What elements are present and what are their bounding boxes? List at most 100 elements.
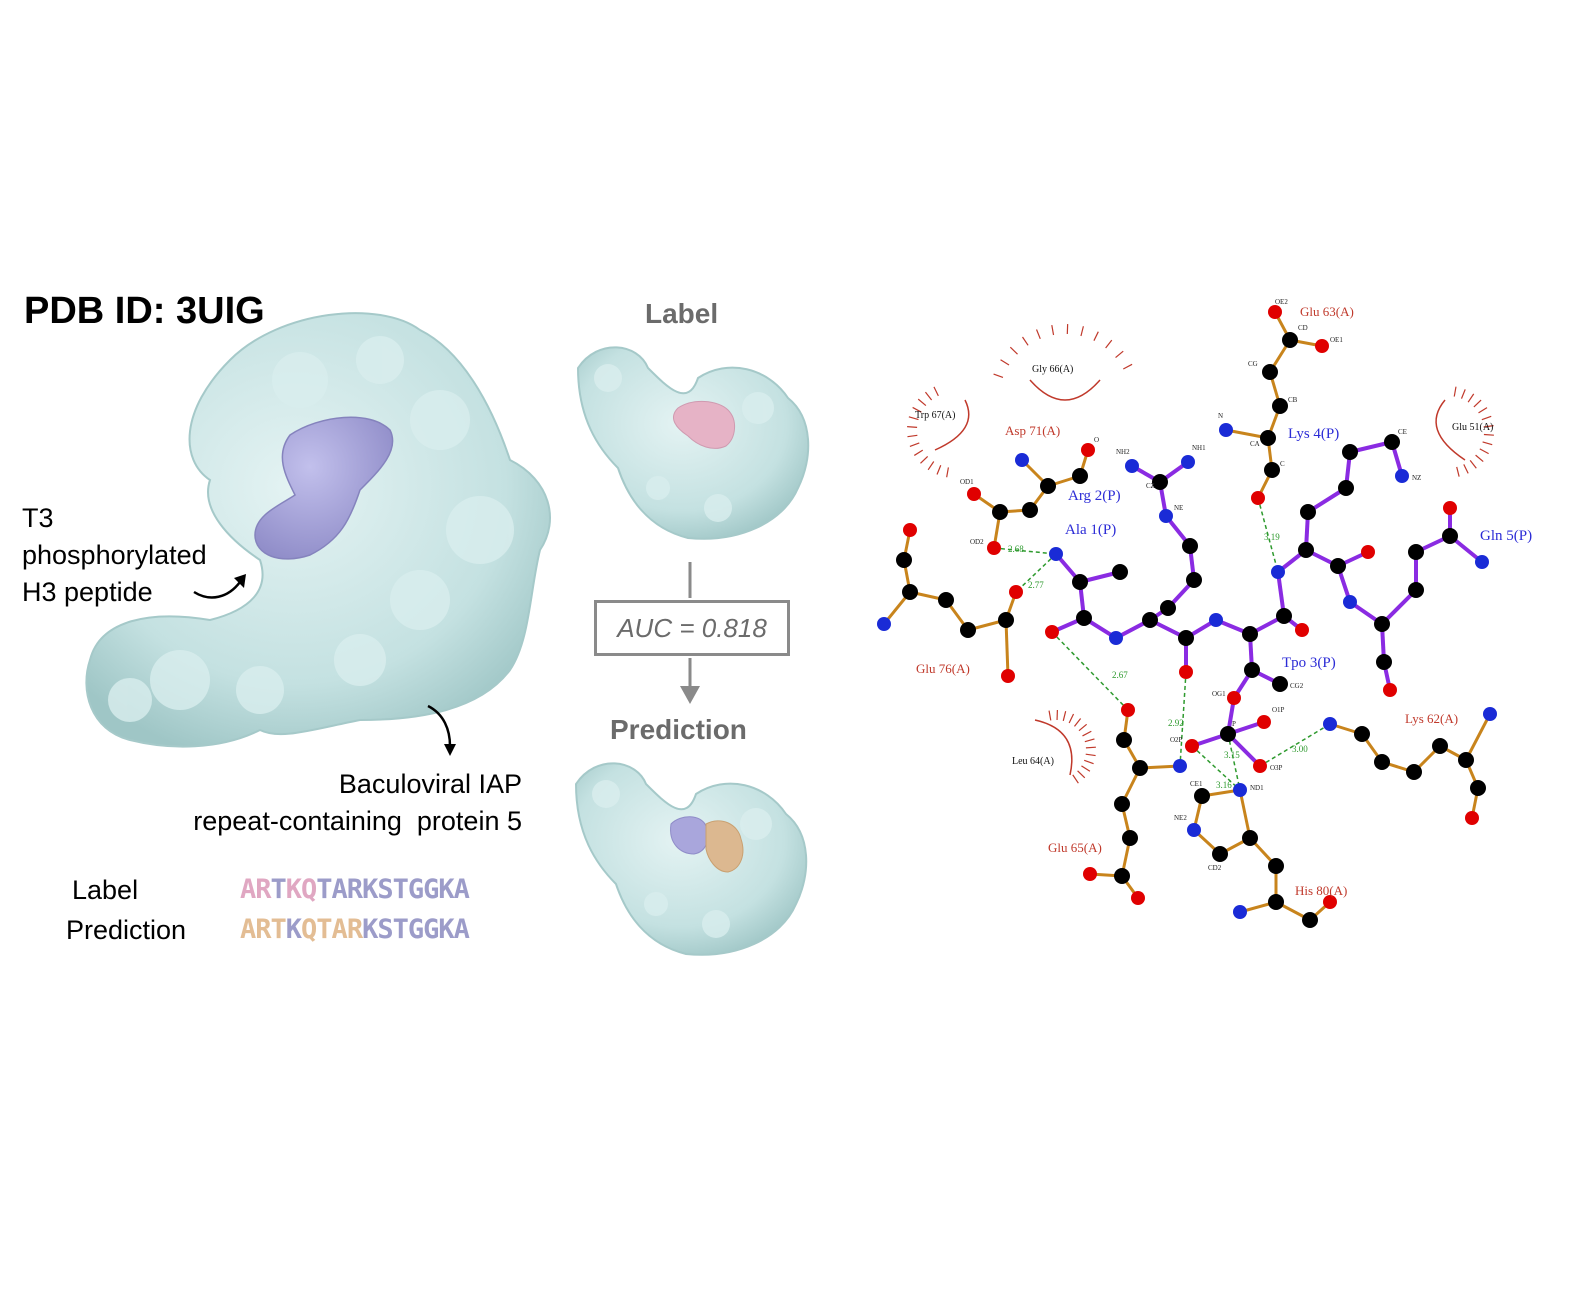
- atom: [1458, 752, 1474, 768]
- atom-label: OE1: [1330, 336, 1343, 344]
- atom: [1045, 625, 1059, 639]
- atom: [1475, 555, 1489, 569]
- hydrophobic-spoke: [1000, 359, 1010, 366]
- atom-label: CB: [1288, 396, 1298, 404]
- atom: [1323, 717, 1337, 731]
- hydrophobic-spoke: [1083, 759, 1094, 765]
- sequence-segment: ART: [240, 914, 287, 945]
- sequence-segment: T: [270, 874, 287, 905]
- sequence-segment: AR: [240, 874, 272, 905]
- atom: [1173, 759, 1187, 773]
- atom: [1323, 895, 1337, 909]
- residue-glu65: Glu 65(A): [1048, 840, 1102, 855]
- hydrophobic-spoke: [1085, 753, 1096, 757]
- atom-label: CZ: [1146, 482, 1155, 490]
- atom-label: OD2: [970, 538, 984, 546]
- atom: [1276, 608, 1292, 624]
- hydrophobic-spoke: [1473, 399, 1482, 408]
- hydrophobic-spoke: [933, 386, 939, 397]
- hbond-distance: 3.15: [1224, 750, 1240, 760]
- atom: [1072, 468, 1088, 484]
- atom: [1361, 545, 1375, 559]
- hydrophobic-spoke: [908, 416, 919, 421]
- atom: [1072, 574, 1088, 590]
- atom: [1483, 707, 1497, 721]
- atom: [1178, 630, 1194, 646]
- atom: [1212, 846, 1228, 862]
- protein-surface-prediction: [574, 762, 808, 956]
- atom: [1268, 858, 1284, 874]
- atom: [1374, 616, 1390, 632]
- atom: [1142, 612, 1158, 628]
- atom-label: OG1: [1212, 690, 1226, 698]
- hydrophobic-spoke: [1084, 738, 1095, 743]
- hydrophobic-spoke: [946, 467, 949, 478]
- peptide-annotation-line1: T3: [22, 503, 54, 533]
- atom-label: CD: [1298, 324, 1308, 332]
- atom: [1330, 558, 1346, 574]
- atom: [1122, 830, 1138, 846]
- residue-tpo3: Tpo 3(P): [1282, 655, 1336, 671]
- atom: [987, 541, 1001, 555]
- hydrophobic-arc-icon: [934, 399, 970, 451]
- protein-annotation-line1: Baculoviral IAP: [338, 769, 522, 799]
- hydrogen-bond: [993, 547, 1057, 555]
- atom: [1264, 462, 1280, 478]
- atom: [1114, 868, 1130, 884]
- hydrophobic-spoke: [1081, 765, 1091, 772]
- residue-bond: [1004, 619, 1010, 677]
- atom: [967, 487, 981, 501]
- residue-glu76: Glu 76(A): [916, 661, 970, 676]
- atom-label: OE2: [1275, 298, 1288, 306]
- atom: [1009, 585, 1023, 599]
- hydrogen-bond: [1227, 733, 1241, 791]
- atom: [1408, 544, 1424, 560]
- atom: [1395, 469, 1409, 483]
- atom-label: ND1: [1250, 784, 1264, 792]
- hydrophobic-spoke: [1481, 415, 1492, 421]
- hydrogen-bond: [1257, 497, 1279, 573]
- hydrophobic-spoke: [1035, 329, 1041, 340]
- atom: [1443, 501, 1457, 515]
- predicted-site-orange: [705, 820, 744, 873]
- protein-surface-large: [85, 312, 551, 748]
- hydrophobic-spoke: [927, 461, 935, 471]
- atom: [1408, 582, 1424, 598]
- sequence-segment: KSTGGKA: [362, 914, 470, 945]
- hbond-distance: 2.92: [1168, 718, 1184, 728]
- atom-label: O2P: [1170, 736, 1183, 744]
- atom: [1131, 891, 1145, 905]
- atom: [1159, 509, 1173, 523]
- atom: [1432, 738, 1448, 754]
- hydrophobic-spoke: [917, 398, 927, 407]
- atom: [1253, 759, 1267, 773]
- atom: [1260, 430, 1276, 446]
- atom-label: CE1: [1190, 780, 1203, 788]
- atom-label: CG2: [1290, 682, 1304, 690]
- hydrophobic-spoke: [1479, 448, 1489, 455]
- residue-glu51: Glu 51(A): [1452, 422, 1493, 433]
- atom: [1194, 788, 1210, 804]
- atom-label: NE2: [1174, 814, 1187, 822]
- atom: [1181, 455, 1195, 469]
- residue-asp71: Asp 71(A): [1005, 423, 1060, 438]
- peptide-annotation-line3: H3 peptide: [22, 577, 153, 607]
- atom: [1242, 830, 1258, 846]
- hydrophobic-spoke: [936, 465, 942, 475]
- atom: [1081, 443, 1095, 457]
- hydrophobic-spoke: [912, 406, 922, 413]
- sequence-segment: QTAR: [301, 914, 363, 945]
- curved-arrow-icon: [193, 574, 246, 599]
- atom-label: N: [1218, 412, 1223, 420]
- residue-bond: [1238, 789, 1252, 839]
- atom: [902, 584, 918, 600]
- hydrophobic-spoke: [1009, 346, 1018, 355]
- hydrophobic-arc-icon: [1029, 379, 1101, 401]
- sequence-segment: KQ: [285, 874, 318, 905]
- hydrophobic-spoke: [1482, 441, 1493, 446]
- hbond-distance: 3.16: [1216, 780, 1232, 790]
- atom: [1343, 595, 1357, 609]
- flow-arrow-icon: [680, 562, 700, 704]
- atom: [1112, 564, 1128, 580]
